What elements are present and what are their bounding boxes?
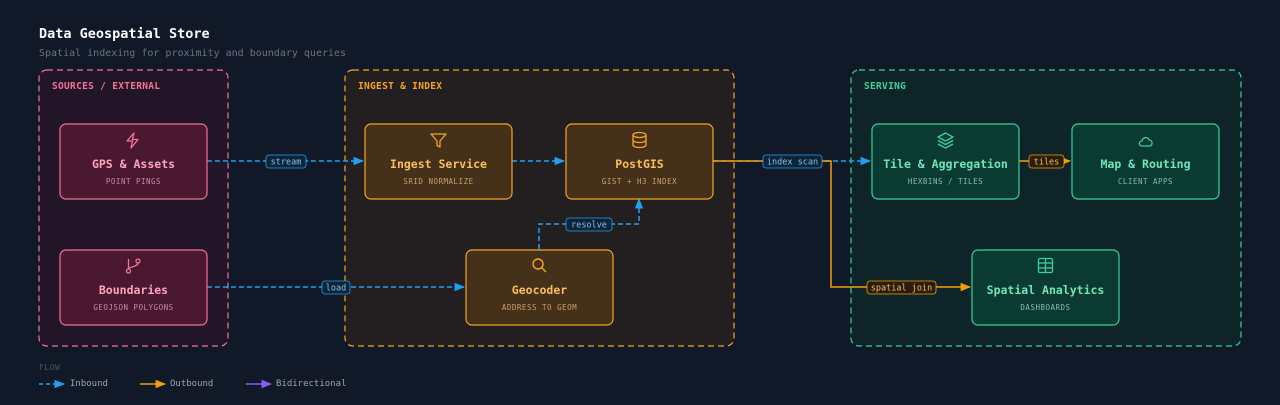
node-gps-assets-title: GPS & Assets: [92, 157, 175, 171]
edge-label-load: load: [321, 280, 351, 295]
table-icon: [1037, 257, 1054, 274]
node-map-routing-title: Map & Routing: [1100, 157, 1190, 171]
svg-text:resolve: resolve: [571, 221, 607, 231]
diagram-title: Data Geospatial Store: [39, 26, 210, 42]
node-ingest-service[interactable]: Ingest Service SRID NORMALIZE: [364, 123, 513, 200]
svg-text:spatial join: spatial join: [871, 284, 932, 294]
legend-title: FLOW: [39, 363, 61, 372]
node-boundaries[interactable]: Boundaries GEOJSON POLYGONS: [59, 249, 208, 326]
filter-icon: [430, 133, 447, 148]
group-serving-label: SERVING: [864, 81, 906, 92]
node-gps-assets-sub: POINT PINGS: [106, 177, 161, 186]
node-map-routing[interactable]: Map & Routing CLIENT APPS: [1071, 123, 1220, 200]
node-gps-assets[interactable]: GPS & Assets POINT PINGS: [59, 123, 208, 200]
bolt-icon: [126, 132, 139, 149]
node-tile-aggregation-title: Tile & Aggregation: [883, 157, 1008, 171]
svg-text:stream: stream: [271, 158, 302, 168]
diagram-subtitle: Spatial indexing for proximity and bound…: [39, 48, 347, 59]
node-spatial-analytics[interactable]: Spatial Analytics DASHBOARDS: [971, 249, 1120, 326]
layers-icon: [937, 132, 954, 149]
node-map-routing-sub: CLIENT APPS: [1118, 177, 1173, 186]
group-sources-label: SOURCES / EXTERNAL: [52, 81, 160, 92]
group-ingest-label: INGEST & INDEX: [358, 81, 442, 92]
svg-text:load: load: [326, 284, 346, 294]
node-geocoder-title: Geocoder: [512, 283, 567, 297]
node-geocoder-sub: ADDRESS TO GEOM: [502, 303, 577, 312]
search-icon: [532, 258, 547, 273]
node-boundaries-sub: GEOJSON POLYGONS: [93, 303, 173, 312]
node-spatial-analytics-sub: DASHBOARDS: [1020, 303, 1070, 312]
node-boundaries-title: Boundaries: [99, 283, 168, 297]
node-tile-aggregation-sub: HEXBINS / TILES: [908, 177, 983, 186]
node-postgis-title: PostGIS: [615, 157, 664, 171]
node-geocoder[interactable]: Geocoder ADDRESS TO GEOM: [465, 249, 614, 326]
database-icon: [632, 131, 647, 149]
svg-text:index scan: index scan: [767, 158, 818, 168]
edge-label-index-scan: index scan: [762, 154, 823, 169]
node-tile-aggregation[interactable]: Tile & Aggregation HEXBINS / TILES: [871, 123, 1020, 200]
legend-outbound: Outbound: [170, 379, 214, 389]
node-ingest-service-title: Ingest Service: [390, 157, 487, 171]
edge-label-tiles: tiles: [1028, 154, 1065, 169]
node-postgis-sub: GIST + H3 INDEX: [602, 177, 677, 186]
legend-bidirectional: Bidirectional: [276, 379, 347, 389]
legend-inbound: Inbound: [70, 379, 108, 389]
edge-label-resolve: resolve: [565, 217, 613, 232]
edge-label-stream: stream: [265, 154, 307, 169]
node-postgis[interactable]: PostGIS GIST + H3 INDEX: [565, 123, 714, 200]
svg-text:tiles: tiles: [1034, 158, 1060, 168]
node-spatial-analytics-title: Spatial Analytics: [987, 283, 1105, 297]
git-branch-icon: [125, 258, 141, 274]
cloud-icon: [1138, 137, 1153, 147]
edge-label-spatial-join: spatial join: [866, 280, 937, 295]
node-ingest-service-sub: SRID NORMALIZE: [403, 177, 473, 186]
